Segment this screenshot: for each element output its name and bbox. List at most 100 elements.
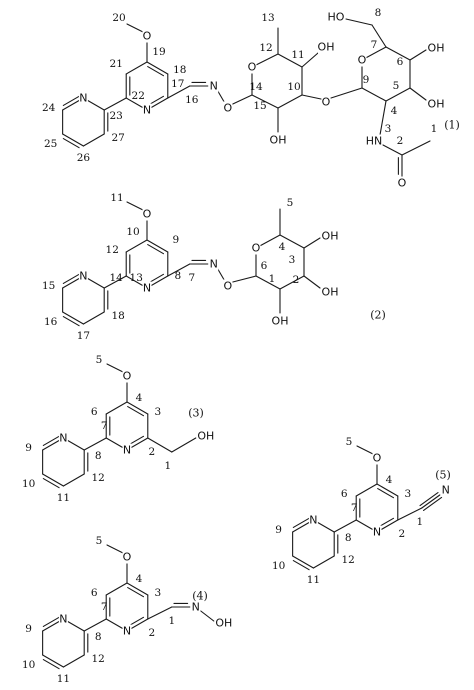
atom-label-n: N — [210, 80, 218, 93]
bond — [217, 90, 226, 104]
ring-bond — [62, 654, 85, 668]
bond — [167, 85, 191, 99]
atom-number-16: 16 — [185, 94, 199, 106]
atom-label-hn: HN — [366, 135, 383, 148]
atom-number-1: 1 — [168, 615, 175, 627]
bond — [167, 263, 191, 277]
atom-number-27: 27 — [112, 132, 125, 144]
atom-number-15: 15 — [42, 280, 55, 292]
glycosidic-bond — [232, 275, 257, 283]
atom-number-18: 18 — [173, 64, 186, 76]
atom-label-oh: OH — [197, 430, 214, 443]
atom-number-12: 12 — [92, 472, 105, 484]
ring-bond — [376, 483, 399, 497]
atom-number-1: 1 — [431, 123, 438, 135]
atom-number-11: 11 — [57, 492, 70, 504]
atom-number-15: 15 — [253, 100, 266, 112]
ring-bond-second-line — [127, 406, 145, 417]
ring-bond-second-line — [42, 478, 60, 489]
sugar-ring-bond — [255, 275, 281, 290]
ring-bond — [126, 582, 149, 596]
atom-number-1: 1 — [269, 273, 276, 285]
atom-number-3: 3 — [289, 254, 296, 266]
atom-label-o: O — [358, 54, 367, 67]
compound-label: (3) — [188, 407, 204, 420]
atom-number-10: 10 — [22, 478, 35, 490]
bond — [379, 100, 387, 136]
atom-number-6: 6 — [261, 260, 268, 272]
atom-number-13: 13 — [130, 272, 143, 284]
bond — [371, 24, 387, 48]
atom-number-7: 7 — [371, 39, 378, 51]
sugar-ring-bond — [279, 234, 305, 249]
atom-number-3: 3 — [404, 488, 411, 500]
bond — [409, 49, 427, 61]
sugar-ring-bond — [385, 87, 411, 102]
atom-number-9: 9 — [25, 623, 32, 635]
atom-number-6: 6 — [341, 488, 348, 500]
atom-number-23: 23 — [110, 110, 123, 122]
atom-label-background — [322, 229, 338, 243]
atom-label-n: N — [79, 270, 87, 283]
atom-label-background — [308, 513, 318, 527]
atom-label-n: N — [123, 625, 131, 638]
atom-label-n: N — [59, 613, 67, 626]
atom-number-14: 14 — [249, 81, 263, 93]
nitrile-bond — [419, 492, 439, 507]
atom-number-8: 8 — [345, 532, 352, 544]
glycosidic-bond — [301, 94, 322, 100]
atom-label-background — [397, 176, 407, 190]
atom-number-6: 6 — [91, 587, 98, 599]
biaryl-bond — [333, 519, 357, 533]
ring-bond-second-line — [42, 616, 60, 627]
atom-number-2: 2 — [293, 274, 300, 286]
atom-number-5: 5 — [96, 535, 103, 547]
atom-label-oh: OH — [428, 98, 445, 111]
atom-label-background — [372, 451, 382, 465]
ring-bond-second-line — [62, 316, 80, 327]
atom-number-3: 3 — [385, 123, 392, 135]
bond — [409, 87, 427, 101]
atom-label-background — [223, 279, 233, 293]
atom-label-n: N — [210, 258, 218, 271]
ring-bond — [125, 239, 148, 253]
ring-bond — [355, 483, 378, 497]
bond — [200, 610, 215, 622]
atom-label-o: O — [252, 242, 261, 255]
atom-number-26: 26 — [77, 152, 91, 164]
ring-bond — [82, 311, 105, 325]
biaryl-bond — [103, 97, 127, 111]
atom-label-o: O — [398, 177, 407, 190]
ring-bond — [146, 61, 169, 75]
bond — [217, 268, 226, 282]
sugar-ring-bond — [385, 46, 411, 61]
atom-label-o: O — [248, 61, 257, 74]
nitrile-bond — [421, 494, 441, 509]
atom-number-4: 4 — [386, 474, 393, 486]
atom-label-n: N — [192, 601, 200, 614]
methyl-bond — [106, 363, 124, 373]
atom-label-background — [142, 103, 152, 117]
atom-label-background — [372, 525, 382, 539]
compound-label: (4) — [192, 590, 208, 603]
atom-label-background — [58, 431, 68, 445]
ring-bond — [105, 582, 128, 596]
atom-label-o: O — [223, 280, 232, 293]
atom-number-10: 10 — [287, 81, 300, 93]
ring-bond — [126, 401, 149, 415]
sugar-ring-bond — [361, 87, 387, 102]
atom-label-oh: OH — [215, 617, 232, 630]
atom-label-background — [122, 443, 132, 457]
atom-number-11: 11 — [307, 574, 320, 586]
atom-number-11: 11 — [57, 673, 70, 685]
methyl-bond — [126, 23, 144, 33]
atom-label-background — [209, 257, 219, 271]
atom-number-16: 16 — [44, 316, 58, 328]
ring-bond — [105, 401, 128, 415]
atom-label-background — [321, 95, 331, 109]
ring-bond-second-line — [62, 138, 80, 149]
atom-label-o: O — [123, 370, 132, 383]
atom-number-8: 8 — [375, 7, 382, 19]
atom-label-background — [428, 97, 444, 111]
